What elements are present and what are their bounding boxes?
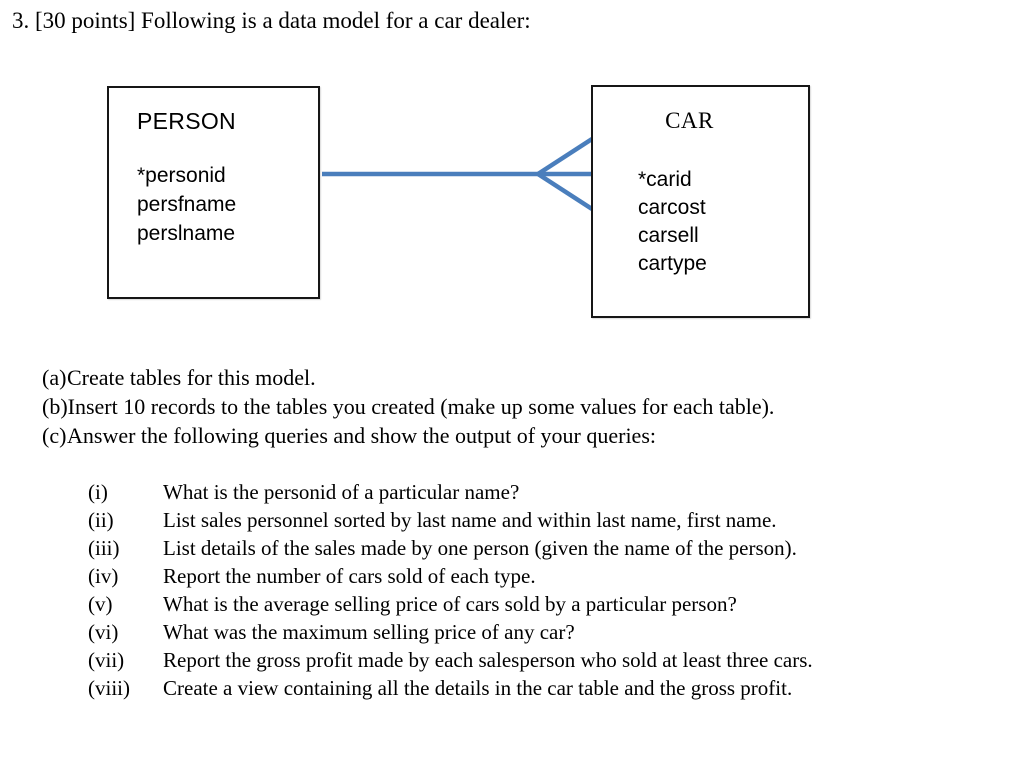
- query-text: List sales personnel sorted by last name…: [163, 508, 777, 532]
- attribute-carsell: carsell: [638, 224, 699, 247]
- attribute-carcost: carcost: [638, 196, 706, 219]
- query-label: (iv): [88, 564, 119, 588]
- question-label: (b): [42, 394, 68, 419]
- crows-foot-lower-prong: [536, 172, 594, 211]
- question-part-a: (a) Create tables for this model.: [42, 363, 942, 392]
- entity-person: PERSON *personid persfname perslname: [107, 86, 320, 299]
- question-part-b: (b) Insert 10 records to the tables you …: [42, 392, 942, 421]
- query-list: (i) What is the personid of a particular…: [88, 478, 863, 702]
- query-text: Report the gross profit made by each sal…: [163, 648, 813, 672]
- relationship-connector: [322, 137, 594, 211]
- query-label: (iii): [88, 536, 120, 560]
- query-label: (v): [88, 592, 113, 616]
- attribute-perslname: perslname: [137, 222, 236, 245]
- query-item-i: (i) What is the personid of a particular…: [88, 478, 863, 506]
- query-text: What was the maximum selling price of an…: [163, 620, 575, 644]
- entity-person-title: PERSON: [137, 108, 236, 134]
- query-text: Report the number of cars sold of each t…: [163, 564, 536, 588]
- question-label: (a): [42, 365, 67, 390]
- entity-person-attributes: *personid persfname perslname: [137, 161, 236, 248]
- question-parts-list: (a) Create tables for this model. (b) In…: [42, 363, 942, 450]
- query-label: (vii): [88, 648, 125, 672]
- query-label: (viii): [88, 676, 130, 700]
- query-label: (vi): [88, 620, 119, 644]
- entity-car: CAR *carid carcost carsell cartype: [591, 85, 810, 318]
- query-text: What is the personid of a particular nam…: [163, 480, 520, 504]
- attribute-personid: *personid: [137, 164, 226, 187]
- query-item-v: (v) What is the average selling price of…: [88, 590, 863, 618]
- question-title: 3. [30 points] Following is a data model…: [12, 8, 531, 33]
- query-item-iii: (iii) List details of the sales made by …: [88, 534, 863, 562]
- query-text: List details of the sales made by one pe…: [163, 536, 797, 560]
- question-text: Insert 10 records to the tables you crea…: [67, 394, 775, 419]
- query-label: (ii): [88, 508, 114, 532]
- query-label: (i): [88, 480, 108, 504]
- question-part-c: (c) Answer the following queries and sho…: [42, 421, 942, 450]
- entity-car-title: CAR: [665, 108, 714, 133]
- query-item-iv: (iv) Report the number of cars sold of e…: [88, 562, 863, 590]
- question-text: Create tables for this model.: [67, 365, 316, 390]
- query-item-viii: (viii) Create a view containing all the …: [88, 674, 863, 702]
- attribute-carid: *carid: [638, 168, 692, 191]
- attribute-cartype: cartype: [638, 252, 707, 275]
- question-text: Answer the following queries and show th…: [67, 423, 656, 448]
- query-item-vii: (vii) Report the gross profit made by ea…: [88, 646, 863, 674]
- attribute-persfname: persfname: [137, 193, 237, 216]
- crows-foot-upper-prong: [536, 137, 594, 176]
- query-item-vi: (vi) What was the maximum selling price …: [88, 618, 863, 646]
- entity-car-attributes: *carid carcost carsell cartype: [638, 166, 707, 278]
- query-text: What is the average selling price of car…: [163, 592, 737, 616]
- query-item-ii: (ii) List sales personnel sorted by last…: [88, 506, 863, 534]
- query-text: Create a view containing all the details…: [163, 676, 793, 700]
- question-label: (c): [42, 423, 67, 448]
